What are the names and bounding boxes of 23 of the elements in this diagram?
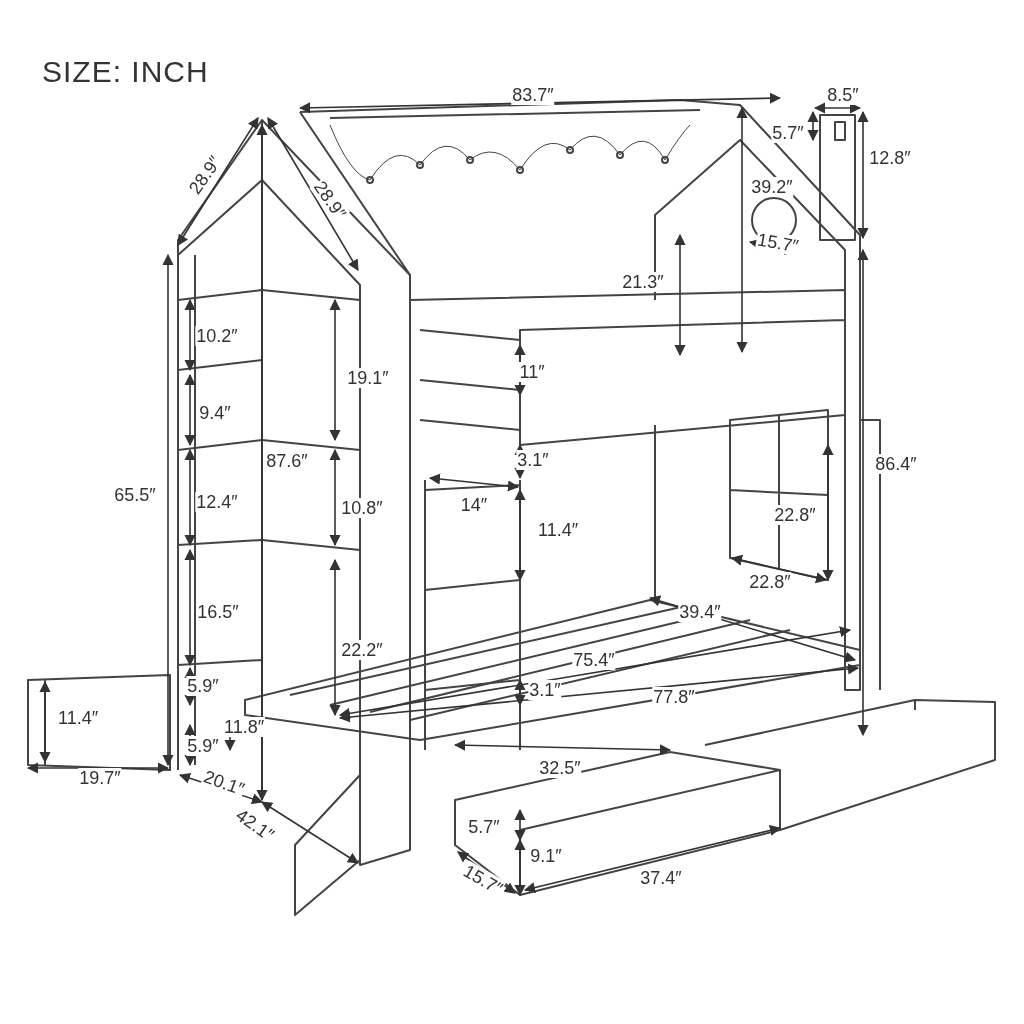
dimension-label: 22.2″ [340,640,384,660]
dimension-label: 5.9″ [186,676,220,696]
dimension-label: 86.4″ [874,454,918,474]
dimension-label: 21.3″ [621,272,665,292]
dimension-label: 15.7″ [754,229,802,257]
dimension-label: 5.9″ [186,736,220,756]
dimension-label: 39.2″ [750,177,794,197]
dimension-label: 11″ [518,362,546,382]
dimension-label: 10.8″ [340,498,384,518]
dimension-label: 5.7″ [771,123,805,143]
dimension-label: 10.2″ [195,326,239,346]
dimension-label: 11.8″ [222,717,266,737]
dimension-label: 3.1″ [516,450,550,470]
dimension-label: 32.5″ [538,758,582,778]
dimension-label: 19.1″ [346,368,390,388]
title: SIZE: INCH [42,55,209,89]
dimension-label: 3.1″ [528,680,562,700]
dimension-label: 22.8″ [773,505,817,525]
dimension-label: 75.4″ [572,650,616,670]
dimension-label: 12.4″ [195,492,239,512]
dimension-label: 8.5″ [826,85,860,105]
dimension-label: 39.4″ [678,602,722,622]
dimension-label: 83.7″ [511,85,555,105]
